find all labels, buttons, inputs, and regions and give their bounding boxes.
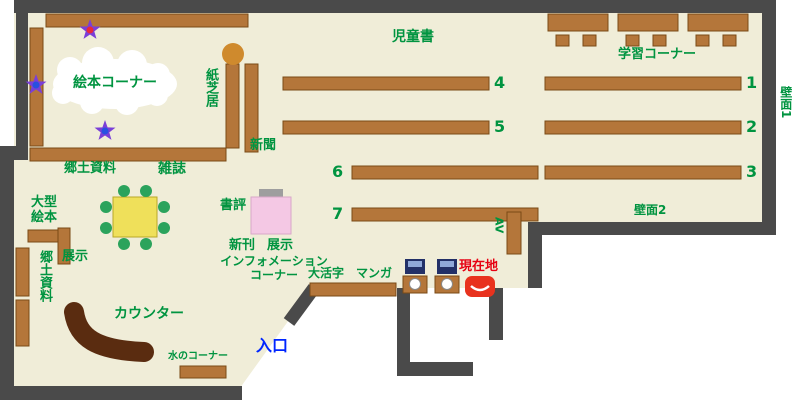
wall-vestibule-left xyxy=(397,288,410,376)
bookshelves xyxy=(15,13,742,379)
study-chair xyxy=(625,34,640,47)
study-desk xyxy=(617,13,679,32)
shelf-number-1: 1 xyxy=(746,73,758,92)
label-counter: カウンター xyxy=(114,306,184,322)
shelf-top-left xyxy=(45,13,249,28)
opac-screen xyxy=(409,278,421,290)
decorative-stars xyxy=(25,19,116,140)
label-new-books: 新刊 xyxy=(229,238,256,253)
floor-area xyxy=(14,12,762,388)
shelf-av xyxy=(506,211,522,255)
study-desk xyxy=(547,13,609,32)
label-information-corner: インフォメーションコーナー xyxy=(220,254,328,282)
label-magazines: 雑誌 xyxy=(158,161,186,177)
kamishibai-stand xyxy=(222,43,244,65)
label-study-corner: 学習コーナー xyxy=(618,47,697,62)
label-picturebook-corner: 絵本コーナー xyxy=(73,75,157,91)
wall-center-vertical xyxy=(528,222,542,288)
reading-table-group xyxy=(100,185,170,250)
star-icon xyxy=(25,74,47,94)
label-kamishibai: 紙芝居 xyxy=(202,68,218,107)
label-local-materials-top: 郷土資料 xyxy=(64,161,117,176)
shelf-row-5 xyxy=(282,120,490,135)
shelf-water-corner xyxy=(179,365,227,379)
wall-left-lower xyxy=(0,158,14,400)
label-large-print: 大活字 xyxy=(308,266,345,280)
opac-screen xyxy=(441,278,453,290)
star-icon xyxy=(94,120,116,140)
label-manga: マンガ xyxy=(356,266,393,280)
shelf-number-6: 6 xyxy=(332,162,344,181)
shelf-number-3: 3 xyxy=(746,162,758,181)
study-chair xyxy=(555,34,570,47)
label-av: AV xyxy=(492,217,506,234)
study-chair xyxy=(722,34,737,47)
current-location-marker xyxy=(465,276,495,297)
wall-bottom xyxy=(0,386,242,400)
shelf-number-7: 7 xyxy=(332,204,344,223)
shelf-local-materials xyxy=(29,147,227,162)
shelf-row-4 xyxy=(282,76,490,91)
opac-chair-pad xyxy=(440,261,454,267)
wall-2 xyxy=(542,222,776,235)
opac-terminals xyxy=(402,259,460,294)
reading-chairs xyxy=(100,185,170,250)
opac-chair-pad xyxy=(408,261,422,267)
shelf-kamishibai-1 xyxy=(225,63,240,149)
shelf-row-3 xyxy=(544,165,742,180)
label-water-corner: 水のコーナー xyxy=(168,351,228,362)
label-book-review: 書評 xyxy=(220,198,247,213)
shelf-row-6 xyxy=(351,165,539,180)
shelf-daikatsuji-manga xyxy=(309,282,397,297)
shelf-number-5: 5 xyxy=(494,117,506,136)
study-chair xyxy=(582,34,597,47)
reading-table xyxy=(112,196,158,238)
shelf-row-2 xyxy=(544,120,742,135)
label-current-location: 現在地 xyxy=(459,259,499,274)
label-exhibit-center: 展示 xyxy=(267,238,294,253)
picturebook-cloud xyxy=(52,47,177,115)
label-entrance: 入口 xyxy=(256,336,289,355)
shelf-row-1 xyxy=(544,76,742,91)
label-wall-1: 壁面1 xyxy=(778,86,793,119)
study-corner-desks xyxy=(547,13,749,47)
shelf-number-4: 4 xyxy=(494,73,506,92)
shelf-ogata-ehon xyxy=(27,229,63,243)
shelf-left-lower-1 xyxy=(15,247,30,297)
walls xyxy=(0,0,776,400)
shelf-row-7 xyxy=(351,207,539,222)
label-large-picturebooks: 大型絵本 xyxy=(30,195,57,225)
label-local-materials-left: 郷土資料 xyxy=(36,250,52,302)
wall-top xyxy=(14,0,776,13)
star-icon xyxy=(79,19,101,39)
display-pink xyxy=(250,196,292,235)
counter-desk xyxy=(64,302,154,362)
label-wall-2: 壁面2 xyxy=(634,203,667,217)
wall-right xyxy=(762,0,776,224)
shelf-number-2: 2 xyxy=(746,117,758,136)
shelf-kamishibai-2 xyxy=(244,63,259,153)
label-childrens-books: 児童書 xyxy=(392,29,434,45)
label-exhibit-left: 展示 xyxy=(62,249,89,264)
study-chair xyxy=(695,34,710,47)
new-books-display xyxy=(250,189,292,235)
display-top xyxy=(259,189,283,200)
study-chair xyxy=(652,34,667,47)
study-desk xyxy=(687,13,749,32)
wall-vestibule-right xyxy=(489,288,503,340)
label-newspaper: 新聞 xyxy=(250,138,277,153)
wall-vestibule-bottom xyxy=(397,362,473,376)
shelf-left-lower-2 xyxy=(15,299,30,347)
wall-left-block xyxy=(0,146,28,160)
wall-left-upper xyxy=(16,0,28,158)
shelf-tenji-vertical xyxy=(57,227,71,265)
